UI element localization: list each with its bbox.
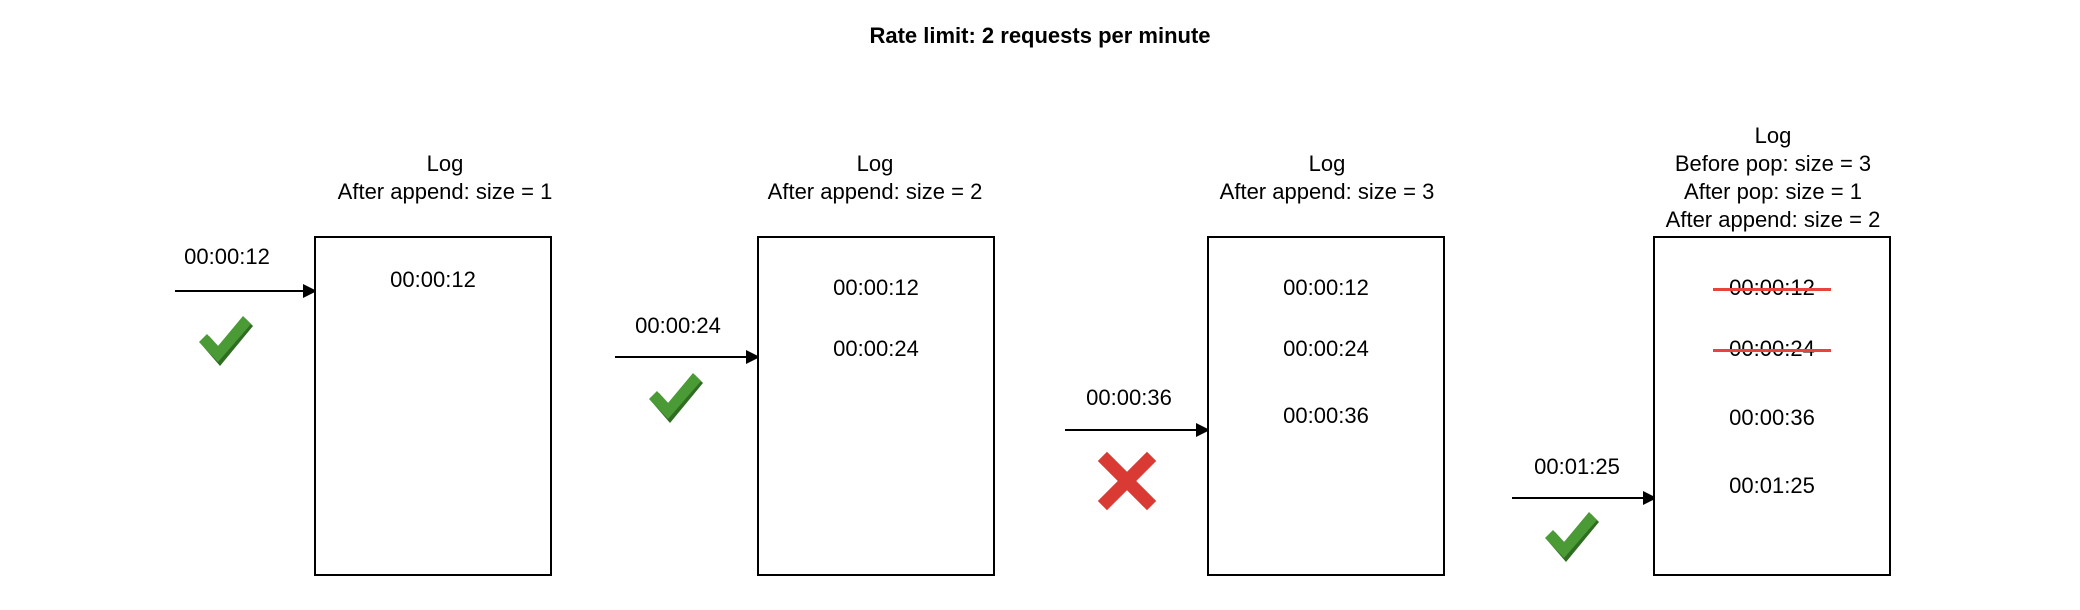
caption-line: Log	[856, 151, 894, 176]
caption-line: After append: size = 2	[767, 179, 983, 204]
log-entry: 00:01:25	[1729, 473, 1815, 498]
caption-line: Log	[1308, 151, 1346, 176]
log-entry-text: 00:00:24	[1729, 336, 1815, 361]
request-time-label: 00:01:25	[1534, 454, 1620, 479]
caption-line: After pop: size = 1	[1684, 179, 1862, 204]
caption-line: After append: size = 2	[1665, 207, 1881, 232]
log-caption: Log After append: size = 2	[725, 150, 1025, 206]
request-arrow	[615, 347, 760, 367]
log-box: 00:00:12 00:00:24 00:00:36	[1207, 236, 1445, 576]
diagram-title: Rate limit: 2 requests per minute	[869, 23, 1211, 48]
check-icon	[195, 310, 255, 370]
request-arrow	[175, 281, 317, 301]
caption-line: Log	[426, 151, 464, 176]
log-caption: Log After append: size = 3	[1177, 150, 1477, 206]
log-entry: 00:00:12	[1283, 275, 1369, 300]
log-entry: 00:00:12	[833, 275, 919, 300]
request-time-label: 00:00:24	[635, 313, 721, 338]
log-entry: 00:00:36	[1729, 405, 1815, 430]
caption-line: After append: size = 1	[337, 179, 553, 204]
check-icon	[1541, 506, 1601, 566]
request-time-label: 00:00:36	[1086, 385, 1172, 410]
log-caption: Log After append: size = 1	[295, 150, 595, 206]
check-icon	[645, 367, 705, 427]
log-box: 00:00:12 00:00:24 00:00:36 00:01:25	[1653, 236, 1891, 576]
request-arrow	[1512, 488, 1657, 508]
log-box: 00:00:12 00:00:24	[757, 236, 995, 576]
request-time-label: 00:00:12	[184, 244, 270, 269]
log-entry-text: 00:00:12	[1729, 275, 1815, 300]
request-arrow	[1065, 420, 1210, 440]
caption-line: After append: size = 3	[1219, 179, 1435, 204]
cross-icon	[1097, 451, 1157, 511]
log-entry: 00:00:24	[1283, 336, 1369, 361]
strikethrough-line	[1713, 288, 1831, 291]
caption-line: Before pop: size = 3	[1674, 151, 1872, 176]
log-caption: Log Before pop: size = 3 After pop: size…	[1623, 122, 1923, 234]
log-entry: 00:00:36	[1283, 403, 1369, 428]
log-entry: 00:00:12	[390, 267, 476, 292]
log-box: 00:00:12	[314, 236, 552, 576]
caption-line: Log	[1754, 123, 1792, 148]
strikethrough-line	[1713, 349, 1831, 352]
log-entry-removed: 00:00:12	[1655, 275, 1889, 301]
log-entry-removed: 00:00:24	[1655, 336, 1889, 362]
log-entry: 00:00:24	[833, 336, 919, 361]
